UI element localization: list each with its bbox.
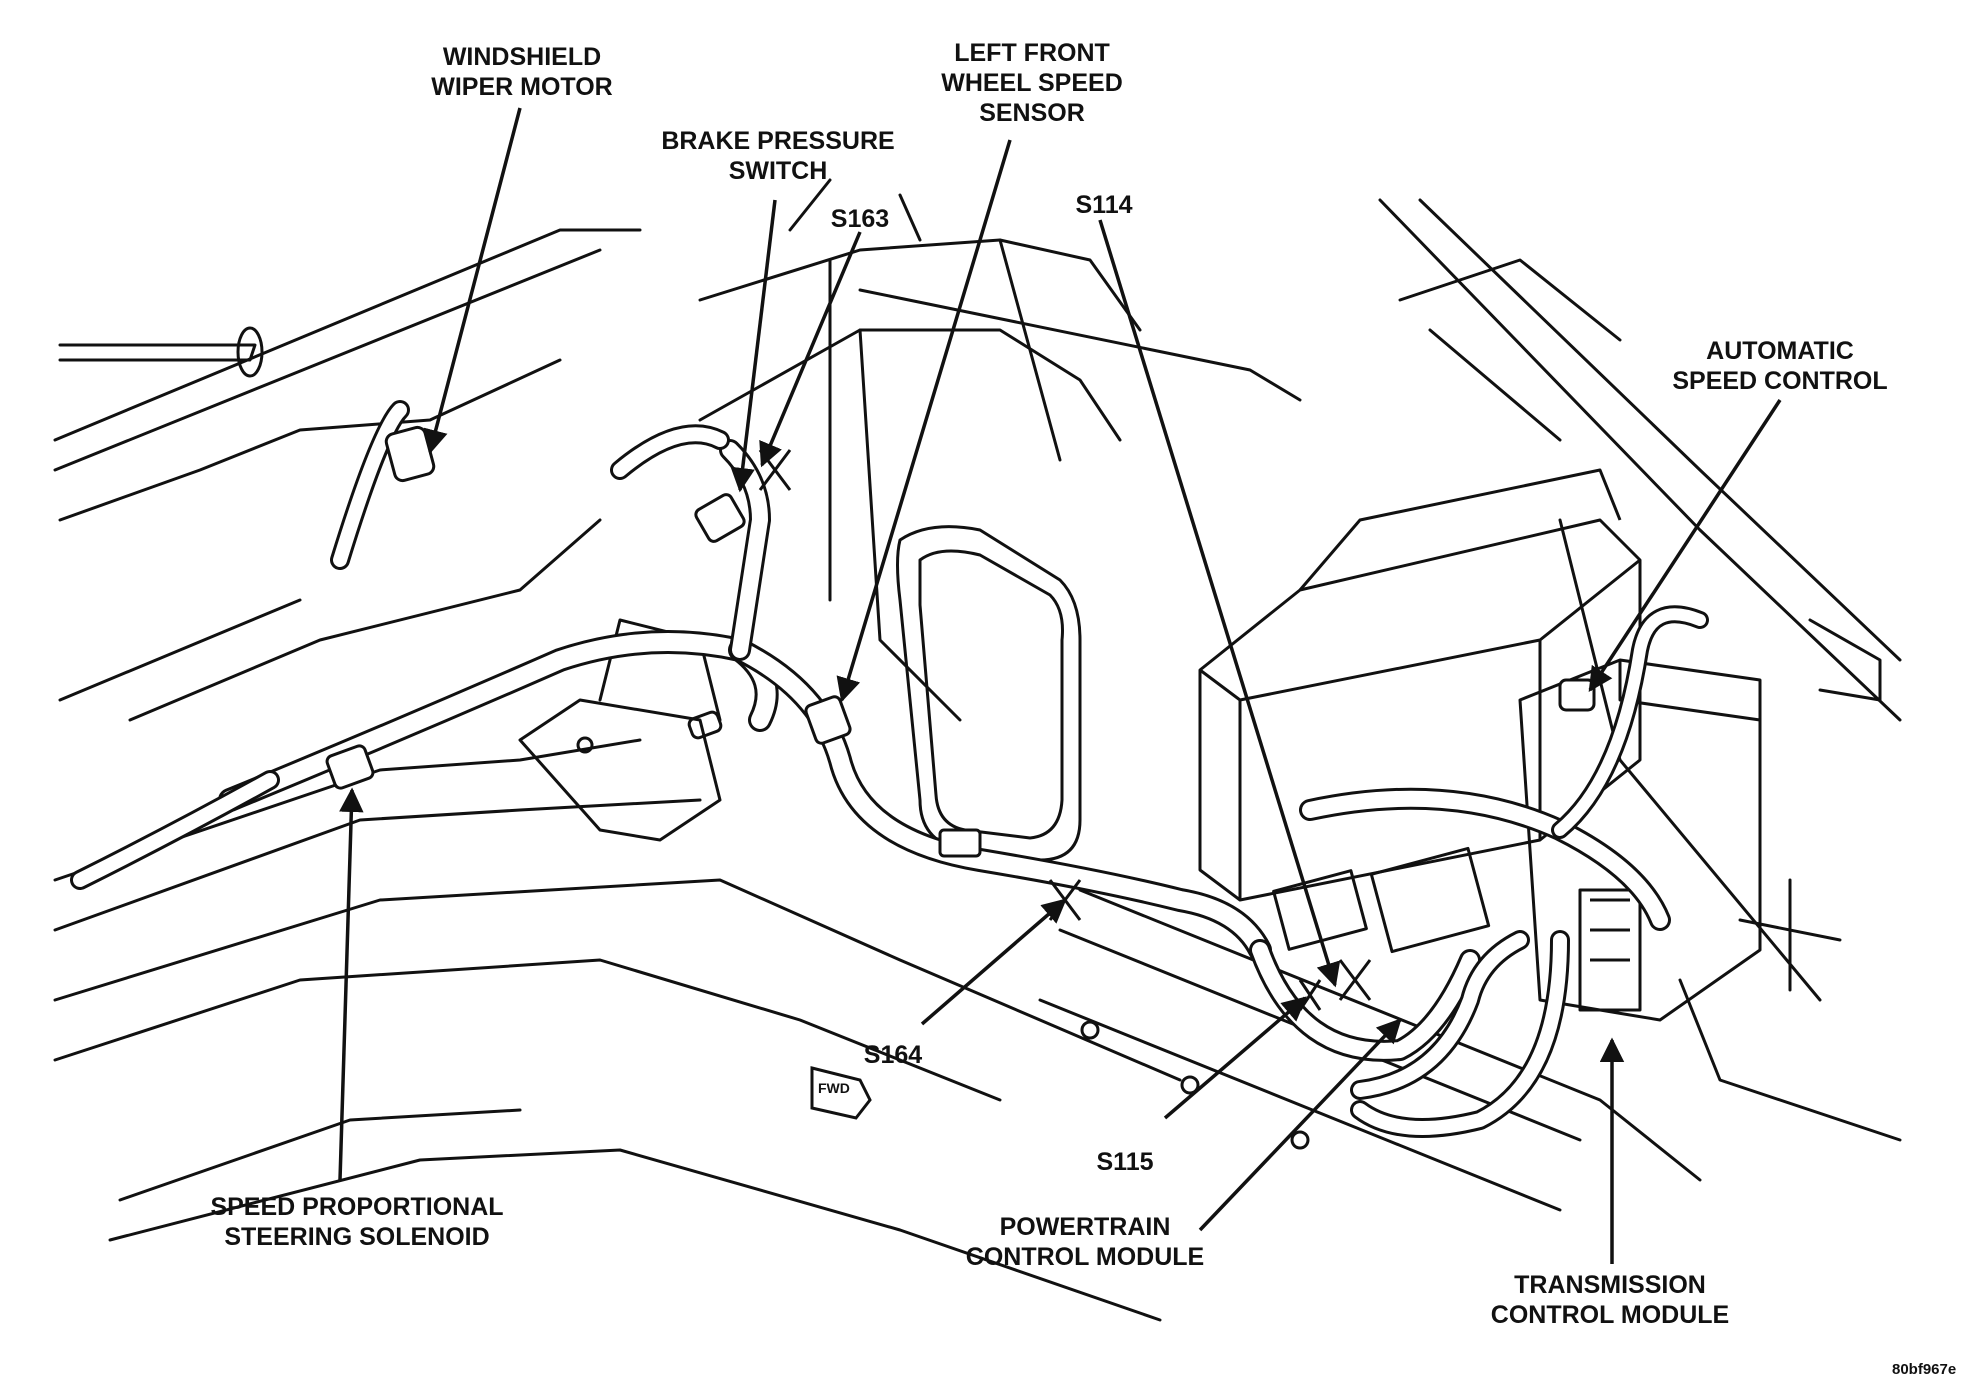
label-automatic-speed-control: AUTOMATIC SPEED CONTROL	[1672, 336, 1887, 396]
label-line: WIPER MOTOR	[431, 73, 613, 101]
label-line: WHEEL SPEED	[941, 69, 1123, 97]
label-line: FWD	[818, 1080, 850, 1096]
label-line: S164	[863, 1041, 923, 1069]
label-line: SPEED CONTROL	[1672, 367, 1888, 395]
label-line: LEFT FRONT	[954, 39, 1110, 67]
wiring-harness	[70, 400, 1709, 1138]
label-line: SENSOR	[979, 99, 1085, 127]
label-s115: S115	[1096, 1147, 1153, 1177]
label-fwd: FWD	[818, 1078, 850, 1098]
label-left-front-wheel-speed-sensor: LEFT FRONT WHEEL SPEED SENSOR	[941, 38, 1123, 128]
label-line: POWERTRAIN	[999, 1213, 1171, 1241]
figure-code-text: 80bf967e	[1892, 1361, 1957, 1378]
label-line: BRAKE PRESSURE	[661, 127, 895, 155]
label-line: SPEED PROPORTIONAL	[210, 1193, 504, 1221]
label-line: S163	[830, 205, 890, 233]
label-line: CONTROL MODULE	[965, 1243, 1205, 1271]
fwd-arrow-icon	[810, 1066, 872, 1120]
module-boxes	[1198, 468, 1762, 1022]
label-line: STEERING SOLENOID	[224, 1223, 490, 1251]
figure-code: 80bf967e	[1892, 1360, 1956, 1380]
body-structure	[53, 178, 1902, 1322]
label-s114: S114	[1075, 190, 1132, 220]
label-s164: S164	[864, 1040, 922, 1070]
label-line: CONTROL MODULE	[1490, 1301, 1730, 1329]
label-line: AUTOMATIC	[1706, 337, 1854, 365]
label-line: SWITCH	[728, 157, 828, 185]
label-line: S115	[1096, 1148, 1154, 1176]
label-line: TRANSMISSION	[1514, 1271, 1706, 1299]
label-line: S114	[1075, 191, 1133, 219]
label-powertrain-control-module: POWERTRAIN CONTROL MODULE	[966, 1212, 1204, 1272]
label-line: WINDSHIELD	[442, 43, 602, 71]
label-s163: S163	[831, 204, 889, 234]
label-windshield-wiper-motor: WINDSHIELD WIPER MOTOR	[431, 42, 612, 102]
label-transmission-control-module: TRANSMISSION CONTROL MODULE	[1491, 1270, 1729, 1330]
leader-lines	[338, 107, 1782, 1264]
label-brake-pressure-switch: BRAKE PRESSURE SWITCH	[661, 126, 894, 186]
label-speed-proportional-steering-solenoid: SPEED PROPORTIONAL STEERING SOLENOID	[210, 1192, 503, 1252]
